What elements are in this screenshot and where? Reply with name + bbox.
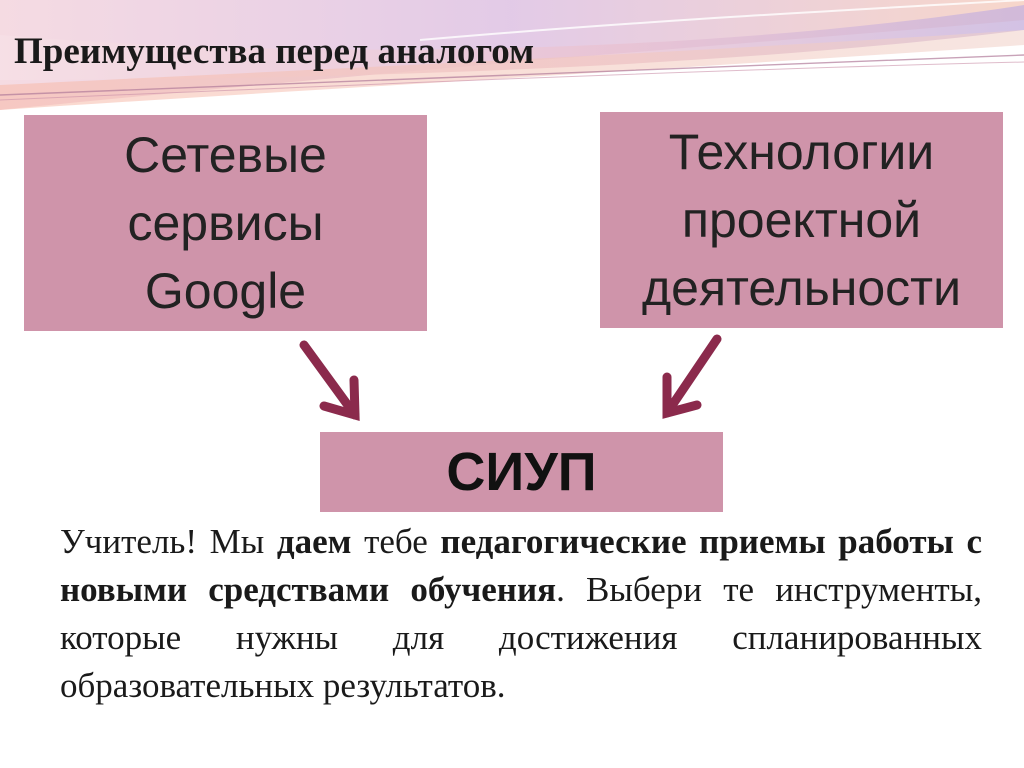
arrow-right xyxy=(662,334,722,419)
box-project-technologies-label: Технологии проектной деятельности xyxy=(641,124,962,316)
body-text-bold-2: педагогические приемы работы с новыми ср… xyxy=(60,522,982,609)
decorative-banner xyxy=(0,0,1024,110)
box-siup: СИУП xyxy=(320,432,723,512)
box-project-technologies: Технологии проектной деятельности xyxy=(600,112,1003,328)
arrow-left xyxy=(299,340,360,422)
box-siup-label: СИУП xyxy=(446,442,597,502)
slide-body-text: Учитель! Мы даем тебе педагогические при… xyxy=(60,518,982,710)
body-text-part-1: Учитель! Мы xyxy=(60,522,277,561)
slide-title: Преимущества перед аналогом xyxy=(14,31,535,72)
box-google-services: Сетевые сервисы Google xyxy=(24,115,427,331)
body-text-part-3: тебе xyxy=(351,522,441,561)
body-text-part-5: . Выбери те инструменты, которые нужны д… xyxy=(60,570,982,705)
box-google-services-label: Сетевые сервисы Google xyxy=(124,127,327,319)
body-text-bold-1: даем xyxy=(276,522,352,561)
